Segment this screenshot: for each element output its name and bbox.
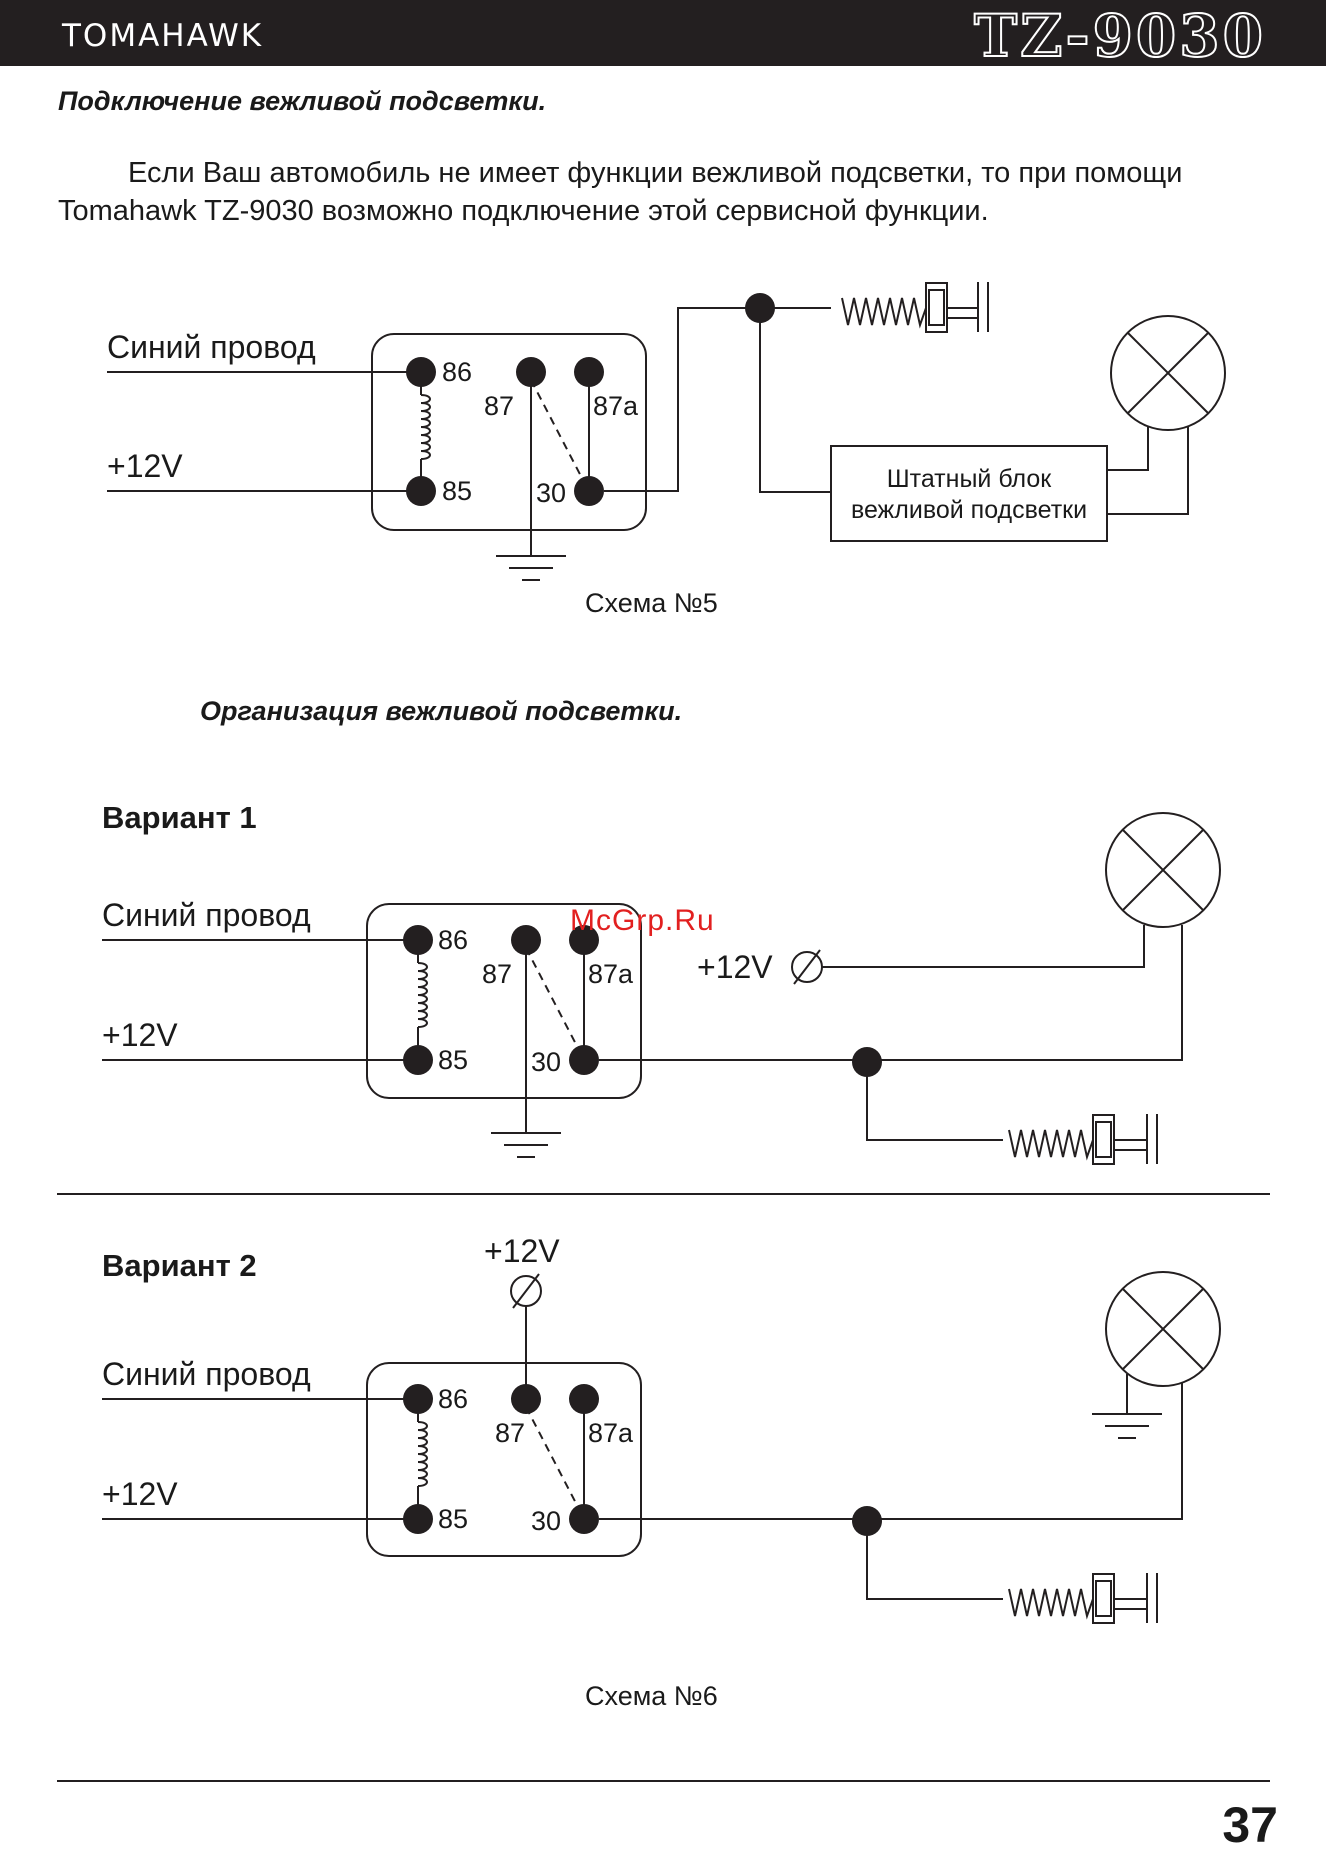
pin-label-85: 85 (442, 476, 472, 506)
unit-label-line1: Штатный блок (887, 465, 1053, 493)
variant-2-title: Вариант 2 (102, 1248, 257, 1283)
lamp-icon (1105, 812, 1221, 928)
plus12-terminal-label: +12V (484, 1233, 560, 1269)
page-header: TOMAHAWK TZ-9030 (0, 0, 1326, 71)
door-switch-icon (841, 282, 989, 333)
pin-label-85: 85 (438, 1504, 468, 1534)
pin-label-30: 30 (536, 478, 566, 508)
relay-pin-87a (569, 1384, 599, 1414)
relay-coil (417, 1421, 428, 1487)
junction-dot (745, 293, 775, 323)
blue-wire-label: Синий провод (102, 1356, 311, 1392)
pin-label-87a: 87a (588, 1418, 634, 1448)
pin-label-86: 86 (442, 357, 472, 387)
section-divider (57, 1193, 1270, 1195)
plus12-terminal-label: +12V (697, 949, 773, 985)
pin-label-87a: 87a (588, 959, 634, 989)
relay-pin-30 (574, 476, 604, 506)
relay-switch (530, 379, 585, 483)
plus12-label: +12V (102, 1476, 178, 1512)
pin-label-86: 86 (438, 1384, 468, 1414)
wiring-diagram-5: 86 85 87 87a 30 Синий провод +12V Штатны… (107, 282, 1226, 581)
relay-pin-87 (511, 925, 541, 955)
pin-label-30: 30 (531, 1506, 561, 1536)
relay-pin-86 (403, 1384, 433, 1414)
pin-label-87: 87 (495, 1418, 525, 1448)
watermark: McGrp.Ru (570, 904, 715, 937)
relay-pin-87a (574, 357, 604, 387)
variant-1-title: Вариант 1 (102, 800, 257, 835)
relay-switch (525, 1406, 580, 1510)
pin-label-86: 86 (438, 925, 468, 955)
relay-housing (371, 333, 647, 531)
relay-pin-86 (403, 925, 433, 955)
plus12-label: +12V (102, 1017, 178, 1053)
blue-wire-label: Синий провод (107, 329, 316, 365)
pin-label-87a: 87a (593, 391, 639, 421)
relay-pin-86 (406, 357, 436, 387)
lamp-icon (1110, 315, 1226, 431)
section-title-organization: Организация вежливой подсветки. (200, 696, 683, 726)
relay-switch (525, 947, 580, 1051)
relay-pin-85 (403, 1045, 433, 1075)
diagram-6-caption: Схема №6 (585, 1681, 718, 1711)
ground-symbol-5 (496, 555, 566, 581)
wiring-diagram-variant-1: 86 85 87 87a 30 Синий провод +12V +12V (102, 812, 1221, 1165)
ground-symbol (1092, 1413, 1162, 1439)
relay-pin-30 (569, 1504, 599, 1534)
footer-rule (57, 1780, 1270, 1782)
terminal-icon (510, 1273, 542, 1309)
relay-housing (366, 1362, 642, 1557)
door-switch-icon (1008, 1114, 1158, 1165)
pin-label-85: 85 (438, 1045, 468, 1075)
diagram-5-caption: Схема №5 (585, 588, 718, 618)
section-title-connection: Подключение вежливой подсветки. (58, 86, 547, 116)
model-name: TZ-9030 (973, 1, 1266, 71)
relay-pin-30 (569, 1045, 599, 1075)
pin-label-87: 87 (482, 959, 512, 989)
ground-symbol (491, 1132, 561, 1158)
blue-wire-label: Синий провод (102, 897, 311, 933)
pin-label-87: 87 (484, 391, 514, 421)
terminal-icon (791, 949, 823, 985)
relay-pin-87 (511, 1384, 541, 1414)
lamp-icon (1105, 1271, 1221, 1387)
page-number: 37 (1222, 1797, 1278, 1853)
relay-coil (417, 962, 428, 1028)
relay-housing (366, 903, 642, 1099)
relay-pin-85 (406, 476, 436, 506)
relay-pin-87a (569, 925, 599, 955)
plus12-label: +12V (107, 448, 183, 484)
standard-courtesy-unit (830, 445, 1108, 542)
relay-pin-85 (403, 1504, 433, 1534)
brand-name: TOMAHAWK (62, 18, 264, 54)
intro-paragraph: Если Ваш автомобиль не имеет функции веж… (58, 157, 1183, 227)
wiring-diagram-variant-2: +12V 86 85 87 87a 30 Синий провод +12V (102, 1233, 1221, 1624)
relay-pin-87 (516, 357, 546, 387)
door-switch-icon (1008, 1573, 1158, 1624)
pin-label-30: 30 (531, 1047, 561, 1077)
relay-coil (420, 394, 431, 460)
unit-label-line2: вежливой подсветки (851, 496, 1087, 524)
